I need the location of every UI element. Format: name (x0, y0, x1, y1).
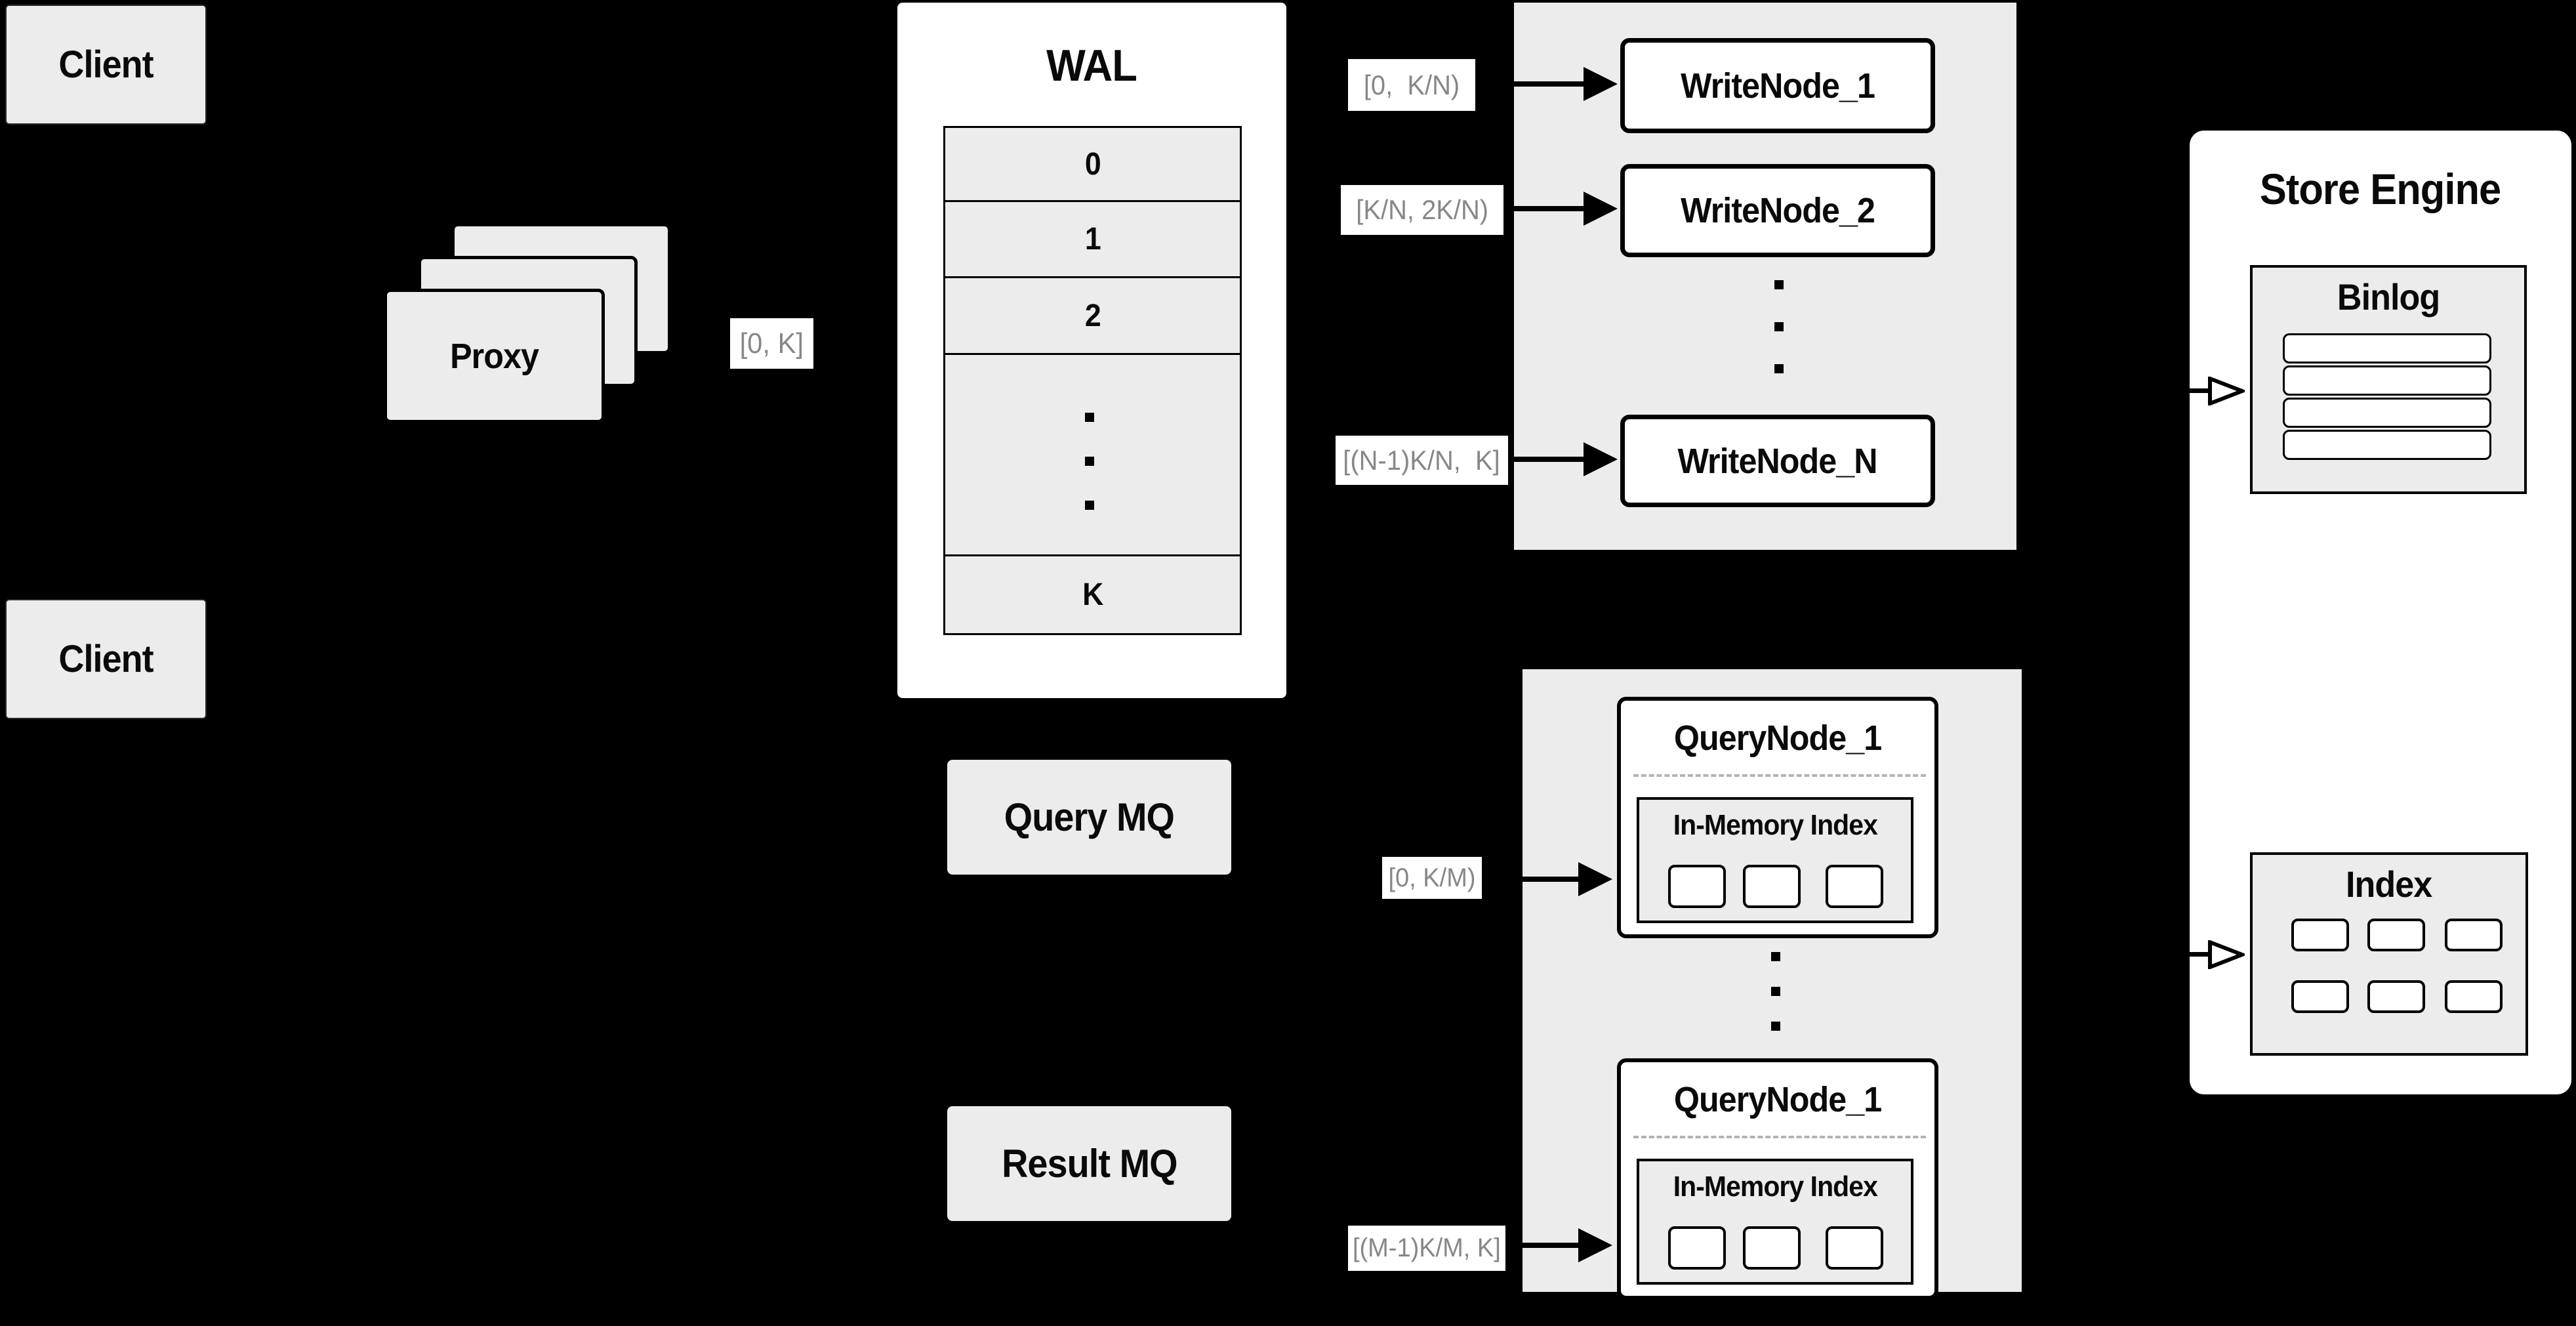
wal-segment-row-1: 1 (945, 202, 1240, 279)
index-cell (2445, 980, 2503, 1013)
memory-segment-cell (1826, 865, 1883, 908)
ellipsis-dot (1085, 501, 1094, 510)
write-range-label-2: [K/N, 2K/N) (1341, 185, 1503, 235)
proxy-box-front: Proxy (384, 289, 605, 423)
query-group-ellipsis-dot (1771, 987, 1780, 996)
client-bottom-label: Client (58, 638, 153, 680)
write-group-ellipsis-dot (1774, 364, 1784, 373)
dashed-divider (1633, 1136, 1926, 1138)
write-node-1: WriteNode_1 (1620, 38, 1935, 133)
write-node-2: WriteNode_2 (1620, 164, 1935, 257)
proxy-label: Proxy (450, 336, 539, 376)
client-box-top: Client (5, 5, 207, 125)
index-cell (2291, 980, 2349, 1013)
wal-segment-row-ellipsis (945, 355, 1240, 556)
write-group-ellipsis-dot (1774, 280, 1784, 289)
in-memory-index-bottom-title-area: In-Memory Index (1673, 1171, 1877, 1203)
wal-title-area: WAL (897, 33, 1286, 98)
result-mq-box: Result MQ (947, 1106, 1231, 1221)
ellipsis-dot (1085, 457, 1094, 466)
store-engine-title-area: Store Engine (2260, 165, 2501, 213)
arrow-line (1508, 457, 1587, 462)
binlog-title-area: Binlog (2337, 276, 2440, 318)
arrow-line (1505, 1243, 1578, 1248)
ellipsis-dot (1085, 413, 1094, 423)
query-node-bottom-title-area: QueryNode_1 (1673, 1080, 1882, 1119)
memory-segment-cell (1668, 865, 1726, 908)
query-range-label-1: [0, K/M) (1382, 857, 1482, 899)
wal-segment-row-k: K (945, 556, 1240, 633)
index-cell (2291, 919, 2349, 951)
result-mq-label: Result MQ (1001, 1142, 1177, 1186)
query-group-ellipsis-dot (1771, 952, 1780, 961)
query-node-top-title-area: QueryNode_1 (1673, 718, 1882, 758)
arrow-line (2188, 388, 2212, 393)
arrow-line (1482, 877, 1578, 882)
dashed-divider (1633, 774, 1926, 777)
write-node-n: WriteNode_N (1620, 415, 1935, 507)
write-group-ellipsis-dot (1774, 322, 1784, 331)
query-mq-label: Query MQ (1004, 795, 1175, 839)
memory-segment-cell (1668, 1226, 1726, 1270)
wal-title: WAL (1046, 41, 1138, 91)
proxy-range-label: [0, K] (730, 318, 813, 369)
binlog-row (2283, 333, 2491, 363)
memory-segment-cell (1743, 1226, 1801, 1270)
arrow-head (1584, 192, 1618, 226)
index-title-area: Index (2346, 863, 2432, 905)
in-memory-index-top-title-area: In-Memory Index (1673, 809, 1877, 841)
query-range-label-m: [(M-1)K/M, K] (1348, 1226, 1505, 1271)
binlog-row (2283, 398, 2491, 428)
hollow-arrow-head-index (2208, 940, 2245, 969)
binlog-row (2283, 365, 2491, 396)
arrow-line (2188, 952, 2212, 957)
write-range-label-1: [0, K/N) (1348, 59, 1475, 111)
hollow-arrow-head-binlog (2208, 377, 2245, 405)
wal-segment-table: 0 1 2 K (943, 126, 1242, 635)
memory-segment-cell (1826, 1226, 1883, 1270)
index-cell (2367, 980, 2425, 1013)
client-top-label: Client (58, 43, 153, 86)
index-cell (2445, 919, 2503, 951)
index-cell (2367, 919, 2425, 951)
wal-segment-row-0: 0 (945, 128, 1240, 203)
memory-segment-cell (1743, 865, 1801, 908)
client-box-bottom: Client (5, 599, 207, 719)
wal-segment-row-2: 2 (945, 278, 1240, 356)
index-box (2250, 852, 2528, 1056)
arrow-head (1578, 862, 1612, 896)
query-group-ellipsis-dot (1771, 1022, 1780, 1031)
arrow-head (1584, 67, 1618, 101)
binlog-row (2283, 430, 2491, 460)
arrow-line (1475, 81, 1587, 87)
arrow-head (1584, 442, 1618, 476)
arrow-line (1503, 206, 1587, 211)
query-mq-box: Query MQ (947, 760, 1231, 875)
write-range-label-n: [(N-1)K/N, K] (1336, 436, 1508, 485)
arrow-head (1578, 1228, 1612, 1262)
